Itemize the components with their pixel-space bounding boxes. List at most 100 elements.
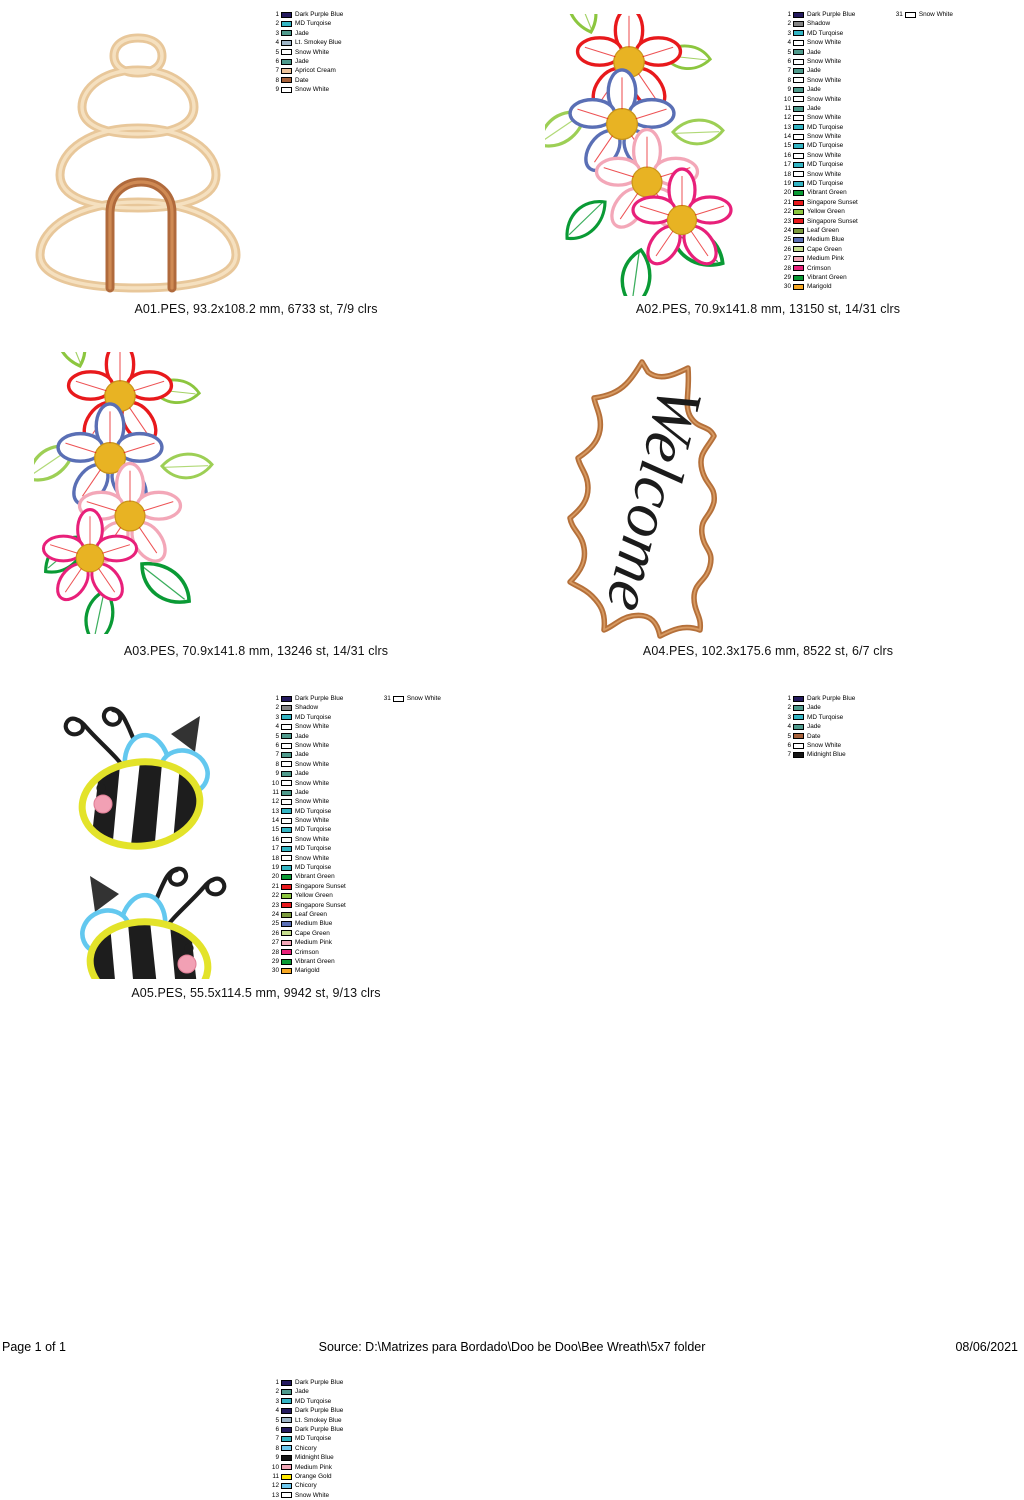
legend-color-swatch [793,695,804,702]
legend-index: 19 [783,180,791,188]
legend-index: 16 [271,835,279,843]
legend-color-swatch [281,1426,292,1433]
legend-color-name: Jade [807,704,821,712]
legend-color-swatch [281,892,292,899]
legend-index: 28 [271,948,279,956]
legend-color-swatch [793,143,804,150]
legend-color-swatch [793,714,804,721]
legend-index: 2 [787,704,791,712]
legend-color-swatch [281,1417,292,1424]
legend-color-name: Dark Purple Blue [807,695,856,702]
legend-color-name: Jade [807,86,821,94]
legend-color-name: Vibrant Green [295,873,335,881]
legend-index: 26 [783,245,791,253]
legend-color-name: Orange Gold [295,1472,332,1480]
legend-color-swatch [281,1492,292,1499]
legend-index: 2 [275,20,279,28]
legend-index: 23 [271,901,279,909]
legend-color-name: MD Turqoise [295,1397,332,1405]
legend-color-swatch [281,921,292,928]
legend-color-swatch [281,949,292,956]
legend-color-swatch [793,274,804,281]
legend-color-swatch [793,199,804,206]
legend-index: 14 [271,817,279,825]
legend-index: 12 [271,798,279,806]
legend-color-swatch [281,874,292,881]
legend-color-swatch [793,58,804,65]
legend-color-swatch [281,49,292,56]
legend-color-swatch [281,855,292,862]
legend-color-swatch [793,237,804,244]
legend-index: 16 [783,151,791,159]
legend-color-name: Leaf Green [807,226,839,234]
design-caption-a04: A04.PES, 102.3x175.6 mm, 8522 st, 6/7 cl… [642,644,894,658]
legend-color-name: MD Turqoise [295,826,332,834]
legend-color-swatch [793,68,804,75]
legend-color-swatch [793,752,804,759]
legend-color-name: MD Turqoise [295,20,332,28]
legend-color-swatch [281,817,292,824]
legend-row: 26 Cape Green [266,929,346,938]
legend-color-name: MD Turqoise [807,161,844,169]
legend-index: 6 [275,1425,279,1433]
legend-index: 17 [783,161,791,169]
legend-index: 1 [787,695,791,702]
legend-index: 21 [271,882,279,890]
legend-color-name: Cape Green [295,929,330,937]
legend-color-swatch [281,68,292,75]
legend-row: 17 MD Turqoise [778,160,858,169]
legend-color-name: Apricot Cream [295,67,336,75]
legend-index: 26 [271,929,279,937]
legend-color-name: Snow White [807,741,842,749]
legend-index: 8 [787,76,791,84]
legend-color-name: Jade [295,732,309,740]
legend-index: 4 [275,1407,279,1415]
legend-index: 2 [275,704,279,712]
legend-index: 11 [272,1472,279,1480]
legend-color-name: Snow White [807,95,842,103]
welcome-banner-art: Welcome [556,358,766,640]
legend-index: 8 [275,760,279,768]
legend-index: 18 [783,170,791,178]
legend-color-name: MD Turqoise [807,123,844,131]
legend-color-name: Shadow [807,20,831,28]
legend-color-name: MD Turqoise [295,713,332,721]
legend-color-name: MD Turqoise [807,29,844,37]
legend-index: 11 [784,104,791,112]
legend-color-name: Lt. Smokey Blue [295,39,342,47]
legend-index: 5 [787,48,791,56]
legend-color-swatch [793,284,804,291]
legend-color-name: Yellow Green [295,892,333,900]
legend-index: 10 [271,1463,279,1471]
legend-color-swatch [793,86,804,93]
legend-index: 9 [275,1454,279,1462]
legend-index: 3 [275,29,279,37]
legend-color-swatch [281,39,292,46]
legend-color-name: Snow White [295,723,330,731]
legend-color-swatch [793,723,804,730]
legend-index: 9 [275,770,279,778]
legend-color-name: Snow White [295,779,330,787]
